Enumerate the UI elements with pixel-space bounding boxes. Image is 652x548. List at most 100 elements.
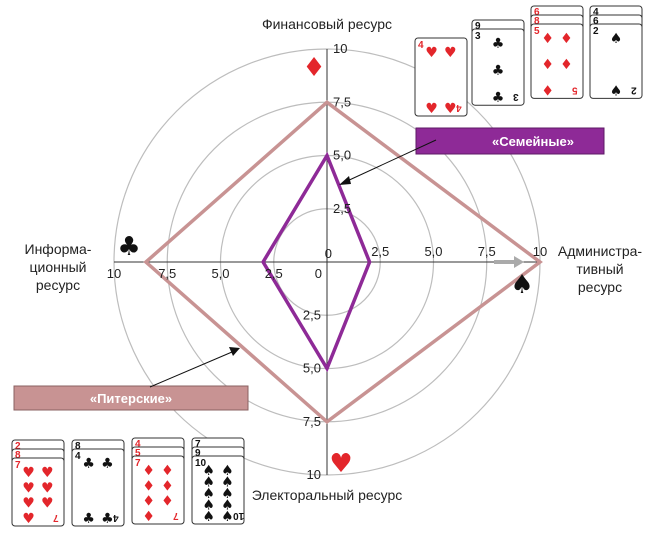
piterskie-card-under-rank-0-1: 8 [15,450,21,461]
piterskie-card-pip-3-1: ♠ [221,463,234,479]
semeinye-card-pip-2-4: ♦ [541,83,554,99]
tick-label-center-top: 0 [325,246,332,261]
legend-semeinye-box [415,127,605,155]
piterskie-card-pip-0-3: ♥ [41,480,54,496]
piterskie-card-rank-bottom-1: 4 [113,512,119,523]
piterskie-card-pip-1-3: ♣ [101,511,114,527]
axis-title-admin-line3: ресурс [578,279,622,295]
piterskie-card-pip-2-1: ♦ [161,463,174,479]
semeinye-card-pip-2-3: ♦ [560,57,573,73]
series-polygon-0 [261,151,372,373]
semeinye-card-pip-2-2: ♦ [541,57,554,73]
piterskie-card-pip-2-0: ♦ [142,463,155,479]
piterskie-card-pip-0-0: ♥ [22,465,35,481]
legend-semeinye-label: «Семейные» [492,134,574,149]
piterskie-card-pip-0-1: ♥ [41,465,54,481]
piterskie-card-pip-1-1: ♣ [101,456,114,472]
tick-label-bottom-1: 5,0 [303,361,321,376]
semeinye-card-face-0 [414,37,468,117]
semeinye-card-pip-0-2: ♥ [425,101,438,117]
piterskie-card-pip-3-6: ♠ [202,498,215,514]
piterskie-card-rank-bottom-0: 7 [53,512,59,523]
tick-label-left-0: 2,5 [265,266,283,281]
semeinye-card-rank-2: 5 [534,26,540,37]
semeinye-card-under-rank-1-0: 9 [475,21,481,32]
axis-title-finance: Финансовый ресурс [262,16,392,32]
legend-piterskie-label: «Питерские» [90,391,172,406]
tick-label-top-2: 7,5 [333,94,351,109]
axis-suit-icons: ♦ ♠ ♥ ♣ [117,53,533,479]
piterskie-card-under-rank-1-0: 8 [75,441,81,452]
suit-icon-2: ♥ [329,449,352,479]
piterskie-card-under-rank-3-0: 7 [195,439,201,450]
piterskie-card-rank-2: 7 [135,458,141,469]
legend-piterskie-arrow [149,351,233,388]
tick-label-right-1: 5,0 [424,244,442,259]
semeinye-card-pip-1-1: ♣ [492,63,505,79]
tick-label-top-1: 5,0 [333,148,351,163]
piterskie-card-pip-2-5: ♦ [161,494,174,510]
legend-semeinye-arrowhead [339,176,351,185]
piterskie-card-rank-1: 4 [75,451,81,462]
semeinye-card-0: 44♥♥♥♥ [414,37,468,117]
legend-semeinye: «Семейные» [339,127,605,185]
piterskie-card-pip-2-4: ♦ [142,494,155,510]
semeinye-card-under-rank-2-1: 8 [534,16,540,27]
piterskie-card-pip-2-2: ♦ [142,478,155,494]
piterskie-card-pip-0-2: ♥ [22,480,35,496]
semeinye-card-rank-bottom-0: 4 [456,102,462,113]
legend-piterskie-box [13,385,249,411]
semeinye-card-rank-3: 2 [593,26,599,37]
piterskie-card-face-0 [11,457,65,527]
legend-semeinye-arrow [344,139,437,183]
tick-label-bottom-2: 7,5 [303,414,321,429]
tick-label-right-0: 2,5 [371,244,389,259]
piterskie-card-pip-0-4: ♥ [22,496,35,512]
tick-label-right-2: 7,5 [478,244,496,259]
semeinye-card-face-3 [589,23,643,99]
semeinye-card-pip-1-2: ♣ [492,90,505,106]
piterskie-card-1: 844♣♣♣♣ [71,439,125,527]
axis-title-admin-line1: Администра- [558,243,642,259]
piterskie-card-rank-bottom-2: 7 [173,510,179,521]
piterskie-card-pip-3-2: ♠ [202,475,215,491]
axis-title-info-line2: ционный [30,259,87,275]
semeinye-card-rank-0: 4 [418,40,424,51]
tick-label-left-1: 5,0 [211,266,229,281]
suit-icon-1: ♠ [510,270,533,300]
semeinye-card-rank-bottom-2: 5 [572,84,578,95]
suit-icon-0: ♦ [302,53,325,83]
semeinye-card-pip-0-0: ♥ [425,45,438,61]
semeinye-card-pip-2-0: ♦ [541,31,554,47]
tick-label-left-3: 10 [107,266,121,281]
piterskie-card-pip-2-6: ♦ [142,509,155,525]
piterskie-card-rank-bottom-3: 10 [233,510,245,521]
semeinye-card-pip-0-1: ♥ [444,45,457,61]
semeinye-card-rank-bottom-3: 2 [631,84,637,95]
semeinye-card-pip-2-1: ♦ [560,31,573,47]
tick-label-bottom-0: 2,5 [303,307,321,322]
piterskie-card-pip-0-5: ♥ [41,496,54,512]
axis-title-info-line1: Информа- [25,241,92,257]
playing-cards: 44♥♥♥♥933♣♣♣6855♦♦♦♦♦4622♠♠2877♥♥♥♥♥♥♥84… [11,5,643,527]
radar-grid [113,48,541,476]
piterskie-card-under-rank-2-0: 4 [135,439,141,450]
semeinye-card-face-1 [471,28,525,106]
piterskie-card-pip-3-4: ♠ [202,486,215,502]
tick-label-right-3: 10 [533,244,547,259]
piterskie-card-face-3 [191,455,245,525]
semeinye-card-under-rank-3-1: 6 [593,16,599,27]
axis-title-info-line3: ресурс [36,277,80,293]
piterskie-card-pip-3-9: ♠ [221,509,234,525]
tick-label-top-3: 10 [333,41,347,56]
piterskie-card-pip-0-6: ♥ [22,511,35,527]
semeinye-card-under-rank-3-0: 4 [593,7,599,18]
piterskie-card-rank-3: 10 [195,458,207,469]
legend-piterskie: «Питерские» [13,347,249,411]
tick-label-center-bottom: 0 [315,266,322,281]
